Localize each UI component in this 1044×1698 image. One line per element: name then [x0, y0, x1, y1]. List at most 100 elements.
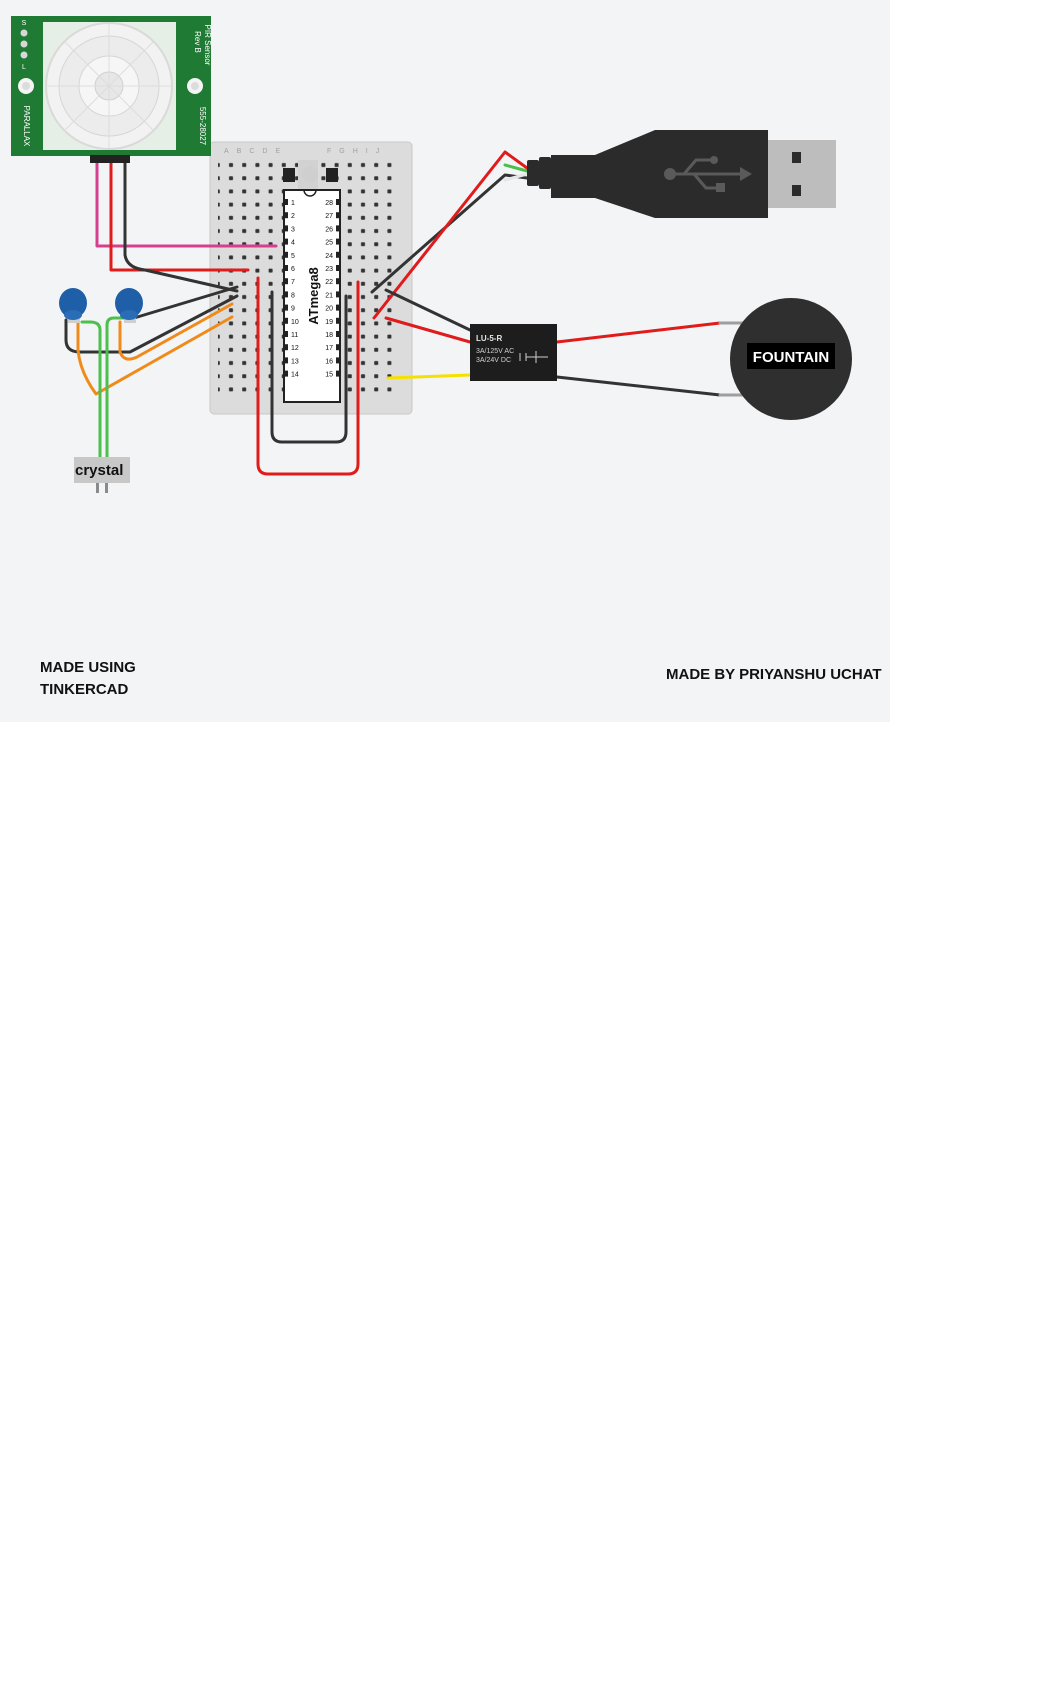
relay-red-wire[interactable]: [384, 316, 472, 344]
chip-pin-pad: [336, 357, 340, 364]
pir-vcc-wire[interactable]: [109, 158, 250, 272]
chip-pin-number: 16: [325, 358, 333, 365]
wires[interactable]: [64, 150, 746, 476]
chip-pin-number: 5: [291, 253, 295, 260]
chip-pin-pad: [336, 291, 340, 298]
chip-pin-number: 26: [325, 226, 333, 233]
usb-connector[interactable]: [527, 130, 836, 218]
chip-pin-number: 23: [325, 266, 333, 273]
chip-pin-pad: [284, 212, 288, 219]
chip-pin-pad: [336, 225, 340, 232]
chip-pin-number: 24: [325, 253, 333, 260]
chip-pin-number: 11: [291, 332, 298, 339]
chip-pin-number: 28: [325, 200, 333, 207]
chip-pin-pad: [336, 238, 340, 245]
pir-part-number-label: 555-28027: [198, 107, 207, 146]
fountain-label: FOUNTAIN: [753, 349, 829, 366]
chip-pin-pad: [284, 304, 288, 311]
capacitor-left[interactable]: [59, 288, 87, 323]
relay[interactable]: LU-5-R 3A/125V AC 3A/24V DC: [470, 324, 557, 381]
chip-pin-number: 21: [325, 292, 333, 299]
pir-gnd-wire[interactable]: [123, 158, 239, 293]
made-using-line2: TINKERCAD: [40, 681, 129, 698]
chip-pin-pad: [336, 251, 340, 258]
chip-pin-number: 14: [291, 372, 299, 379]
chip-pin-pad: [336, 304, 340, 311]
chip-pin-number: 1: [291, 200, 295, 207]
chip-pin-pad: [284, 370, 288, 377]
usb-vcc-wire[interactable]: [372, 150, 529, 320]
chip-pin-number: 20: [325, 306, 333, 313]
pir-signal-wire[interactable]: [95, 158, 278, 248]
chip-pin-pad: [336, 331, 340, 337]
chip-pin-number: 4: [291, 240, 295, 247]
usb-icon: [664, 156, 752, 192]
relay-yellow-wire[interactable]: [386, 373, 472, 380]
chip-pin-number: 13: [291, 358, 299, 365]
cap1-orange-wire[interactable]: [76, 315, 234, 396]
chip-pin-pad: [284, 238, 288, 245]
crystal-label: crystal: [75, 462, 123, 479]
made-using-label: MADE USING TINKERCAD: [40, 657, 136, 701]
chip-pin-pad: [336, 370, 340, 377]
chip-label: ATmega8: [306, 267, 321, 325]
chip-pin-pad: [336, 278, 340, 285]
chip-pin-number: 6: [291, 266, 295, 273]
capacitor-right[interactable]: [115, 288, 143, 323]
chip-pin-pad: [284, 265, 288, 271]
chip-pin-number: 8: [291, 292, 295, 299]
chip-pin-pad: [336, 344, 340, 351]
chip-pin-number: 3: [291, 226, 295, 233]
chip-pin-pad: [284, 251, 288, 258]
chip-pin-number: 12: [291, 345, 299, 352]
chip-pin-number: 17: [325, 345, 333, 352]
chip-pin-number: 7: [291, 279, 295, 286]
chip-pin-pad: [284, 344, 288, 351]
relay-black-wire[interactable]: [384, 288, 472, 332]
cap1-gnd-wire[interactable]: [64, 294, 239, 354]
chip-pin-number: 18: [325, 332, 333, 339]
chip-pin-pad: [284, 357, 288, 364]
pir-pin-s-label: S: [22, 20, 27, 27]
fountain-black-wire[interactable]: [555, 375, 722, 397]
chip-pin-pad: [284, 225, 288, 232]
fountain[interactable]: FOUNTAIN: [730, 298, 852, 420]
chip-loop-red-wire[interactable]: [256, 276, 360, 476]
relay-rating-line1: 3A/125V AC: [476, 348, 514, 355]
chip-pin-pad: [336, 199, 340, 205]
pir-rev-label: Rev B: [193, 31, 202, 53]
chip-pin-number: 2: [291, 213, 295, 220]
breadboard-col-letters-right: FGHIJ: [327, 148, 387, 155]
chip-pin-pad: [284, 291, 288, 298]
chip-pin-pad: [284, 278, 288, 285]
chip-pin-pad: [336, 265, 340, 271]
chip-pin-pad: [284, 317, 288, 324]
relay-rating-line2: 3A/24V DC: [476, 357, 511, 364]
usb-white-wire[interactable]: [503, 172, 529, 182]
pir-sensor[interactable]: S L PARALLAX PIR Sensor Rev B 555-28027: [11, 16, 212, 163]
crystal-green-wire-2[interactable]: [105, 316, 126, 459]
chip-pin-pad: [284, 199, 288, 205]
cap2-orange-wire[interactable]: [118, 302, 234, 361]
made-by-label: MADE BY PRIYANSHU UCHAT: [666, 666, 882, 683]
chip-pin-pad: [284, 331, 288, 337]
chip-pin-number: 19: [325, 319, 333, 326]
chip-pin-number: 9: [291, 306, 295, 313]
cap2-gnd-wire[interactable]: [132, 285, 239, 320]
chip-pin-number: 10: [291, 319, 299, 326]
chip-pin-pad: [336, 212, 340, 219]
crystal-green-wire-1[interactable]: [80, 320, 102, 459]
pir-title-label: PIR Sensor: [203, 25, 212, 66]
crystal[interactable]: crystal: [74, 457, 130, 493]
usb-green-wire[interactable]: [503, 163, 529, 173]
breadboard-col-letters-left: ABCDE: [224, 148, 288, 155]
made-using-line1: MADE USING: [40, 659, 136, 676]
fountain-red-wire[interactable]: [555, 321, 722, 344]
chip-loop-black-wire[interactable]: [270, 290, 348, 444]
chip-pin-number: 25: [325, 240, 333, 247]
pir-brand-label: PARALLAX: [22, 106, 31, 147]
relay-name: LU-5-R: [476, 334, 502, 343]
